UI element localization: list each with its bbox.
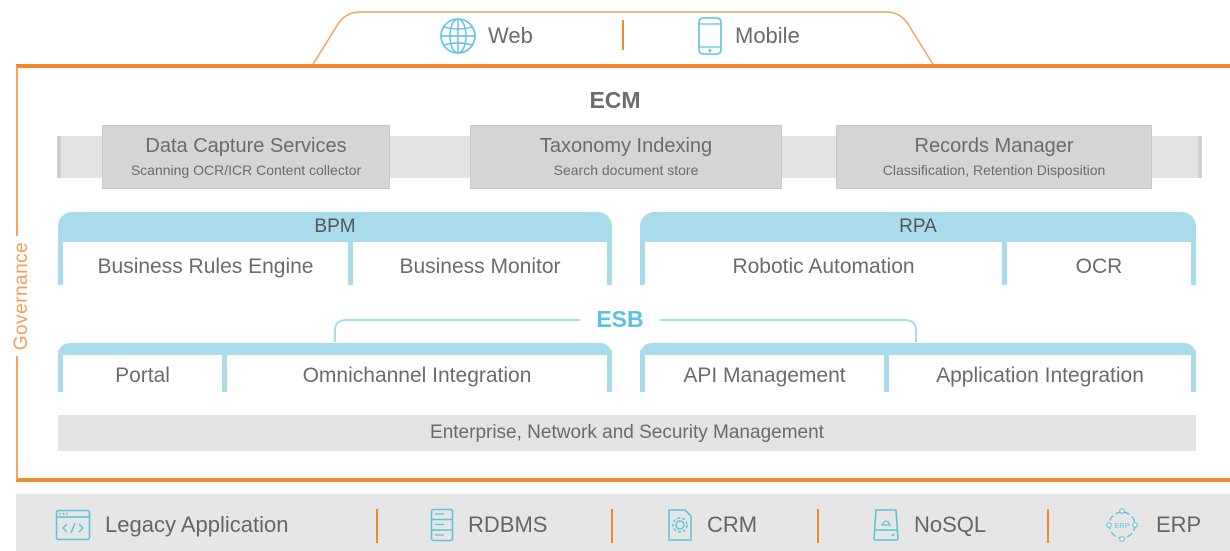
code-window-icon (55, 509, 91, 541)
enterprise-network-security-bar: Enterprise, Network and Security Managem… (58, 415, 1196, 451)
rdbms-label: RDBMS (468, 512, 548, 537)
rpa-divider (1002, 242, 1007, 285)
esb-left-strip (58, 343, 612, 355)
bottom-systems-bar (16, 494, 1230, 551)
legacy-application-item: Legacy Application (55, 508, 288, 542)
bottom-separator (611, 509, 613, 543)
portal: Portal (115, 364, 170, 387)
bottom-separator (1047, 509, 1049, 543)
esb-left-divider (222, 350, 227, 392)
robotic-automation: Robotic Automation (732, 255, 915, 278)
bottom-separator (817, 509, 819, 543)
bpm-divider (348, 242, 353, 285)
bpm-leg (607, 242, 612, 285)
tab-mobile[interactable]: Mobile (697, 16, 800, 56)
bottom-separator (376, 509, 378, 543)
ecm-box-subtitle: Classification, Retention Disposition (882, 162, 1106, 178)
erp-item: ERP ERP (1102, 508, 1201, 542)
ecm-box-title: Data Capture Services (145, 135, 347, 157)
crm-label: CRM (707, 512, 758, 537)
business-rules-engine: Business Rules Engine (97, 255, 314, 278)
tab-mobile-label: Mobile (735, 23, 800, 48)
esb-right-leg (640, 350, 645, 392)
ocr: OCR (1075, 255, 1123, 278)
rpa-leg (1191, 242, 1196, 285)
esb-title: ESB (580, 306, 660, 333)
ecm-box-taxonomy: Taxonomy Indexing Search document store (470, 125, 782, 189)
bpm-leg (58, 242, 63, 285)
esb-right-strip (640, 343, 1196, 355)
ecm-box-subtitle: Scanning OCR/ICR Content collector (130, 162, 362, 178)
esb-right-leg (1191, 350, 1196, 392)
application-integration: Application Integration (936, 364, 1144, 387)
server-icon (430, 508, 454, 542)
erp-label: ERP (1156, 512, 1202, 537)
drive-icon (873, 509, 899, 541)
api-management: API Management (683, 364, 846, 387)
rdbms-item: RDBMS (430, 508, 547, 542)
ecm-box-title: Taxonomy Indexing (539, 135, 713, 157)
esb-left-leg (607, 350, 612, 392)
ecm-box-data-capture: Data Capture Services Scanning OCR/ICR C… (102, 125, 390, 189)
bpm-header: BPM (58, 212, 612, 242)
legacy-application-label: Legacy Application (105, 512, 289, 537)
tab-web-label: Web (488, 23, 533, 48)
esb-bracket (334, 319, 917, 342)
ecm-title: ECM (589, 87, 641, 113)
crm-item: CRM (667, 508, 757, 542)
globe-icon (440, 18, 476, 54)
ecm-box-records: Records Manager Classification, Retentio… (836, 125, 1152, 189)
erp-cycle-icon: ERP (1106, 508, 1138, 542)
rpa-leg (640, 242, 645, 285)
esb-left-leg (58, 350, 63, 392)
nosql-item: NoSQL (872, 508, 986, 542)
business-monitor: Business Monitor (399, 255, 561, 278)
ecm-box-subtitle: Search document store (553, 162, 699, 178)
esb-right-divider (884, 350, 889, 392)
tab-web[interactable]: Web (438, 16, 533, 56)
nosql-label: NoSQL (914, 512, 987, 537)
erp-icon-text: ERP (1114, 521, 1129, 530)
gear-doc-icon (668, 509, 692, 541)
ecm-box-title: Records Manager (914, 135, 1074, 157)
rpa-header: RPA (640, 212, 1196, 242)
tab-separator (622, 20, 624, 50)
mobile-phone-icon (698, 17, 722, 55)
omnichannel-integration: Omnichannel Integration (302, 364, 532, 387)
